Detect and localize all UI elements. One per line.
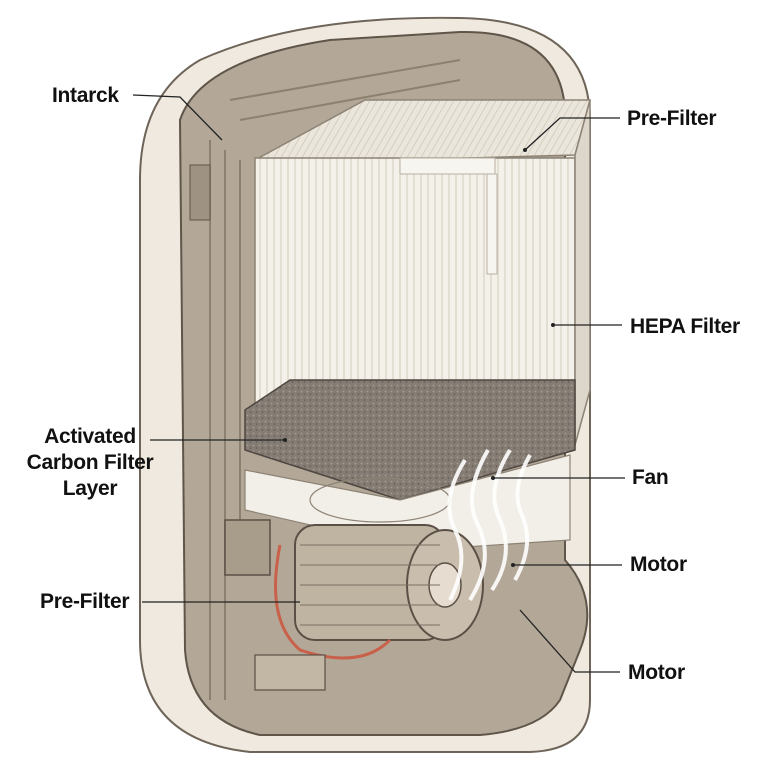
base-plate — [254, 654, 326, 691]
latch — [189, 164, 211, 221]
label-motor-lower: Motor — [628, 661, 685, 684]
interior-rails — [209, 59, 461, 700]
label-carbon-line3: Layer — [62, 477, 118, 500]
wire — [274, 544, 392, 660]
leader-lines — [132, 94, 625, 673]
activated-carbon-filter — [244, 379, 576, 501]
label-carbon-line2: Carbon Filter — [26, 451, 154, 474]
label-carbon-filter: Activated Carbon Filter Layer — [20, 424, 160, 502]
label-pre-filter-top: Pre-Filter — [627, 107, 717, 130]
label-hepa-filter: HEPA Filter — [630, 315, 740, 338]
motor — [224, 519, 484, 660]
label-fan: Fan — [632, 466, 669, 489]
label-intake: Intarck — [52, 84, 119, 107]
airflow — [447, 448, 532, 602]
label-carbon-line1: Activated — [44, 425, 136, 448]
label-pre-filter-bottom: Pre-Filter — [40, 590, 130, 613]
label-motor-upper: Motor — [630, 553, 687, 576]
